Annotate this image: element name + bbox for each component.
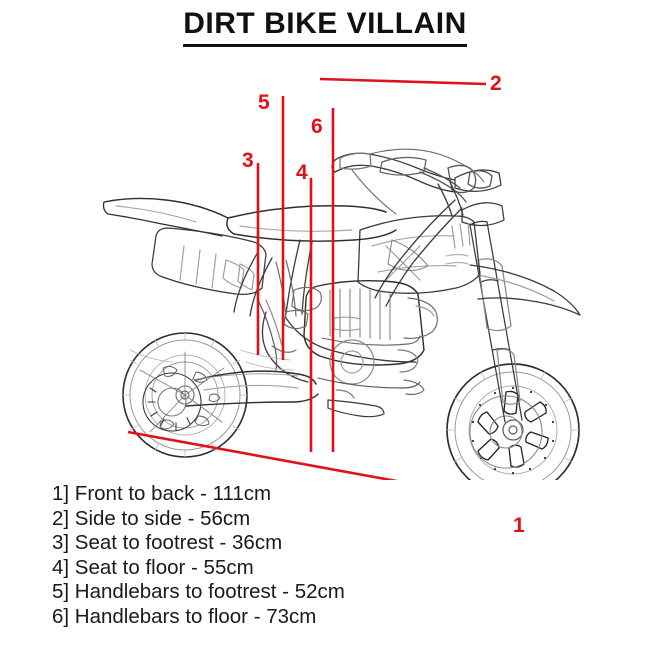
legend-item-5: 5] Handlebars to footrest - 52cm xyxy=(52,580,345,604)
dimension-line-1 xyxy=(127,430,398,480)
footpeg xyxy=(327,389,385,418)
rear-fender xyxy=(102,197,267,295)
rear-wheel-group xyxy=(122,332,248,458)
dimension-marker-3: 3 xyxy=(242,149,254,172)
dimension-marker-6: 6 xyxy=(311,115,323,138)
engine-block xyxy=(303,279,438,385)
legend-item-1: 1] Front to back - 111cm xyxy=(52,482,272,505)
dimension-marker-1: 1 xyxy=(513,514,525,537)
legend-item-3: 3] Seat to footrest - 36cm xyxy=(52,531,283,555)
dimension-line-2 xyxy=(319,77,487,86)
dimension-marker-2: 2 xyxy=(490,72,502,95)
front-fender xyxy=(469,264,581,316)
skid-plate xyxy=(317,377,425,396)
title-container: DIRT BIKE VILLAIN xyxy=(0,8,650,47)
dimension-marker-5: 5 xyxy=(258,91,270,114)
frame xyxy=(233,199,463,383)
legend-item-6: 6] Handlebars to floor - 73cm xyxy=(52,604,317,628)
measurements-legend: 1] Front to back - 111cm 2] Side to side… xyxy=(52,482,612,630)
carburetor xyxy=(283,286,322,330)
legend-item-4: 4] Seat to floor - 55cm xyxy=(52,555,254,579)
legend-item-2: 2] Side to side - 56cm xyxy=(52,506,251,530)
handlebar-group xyxy=(331,148,493,217)
dirt-bike-illustration xyxy=(102,148,581,480)
dimension-marker-4: 4 xyxy=(296,161,308,184)
dimension-lines-overlay xyxy=(127,77,487,480)
bike-diagram: 1 2 3 4 5 6 xyxy=(0,50,650,536)
page-title: DIRT BIKE VILLAIN xyxy=(183,8,467,47)
front-wheel-group xyxy=(446,363,580,480)
